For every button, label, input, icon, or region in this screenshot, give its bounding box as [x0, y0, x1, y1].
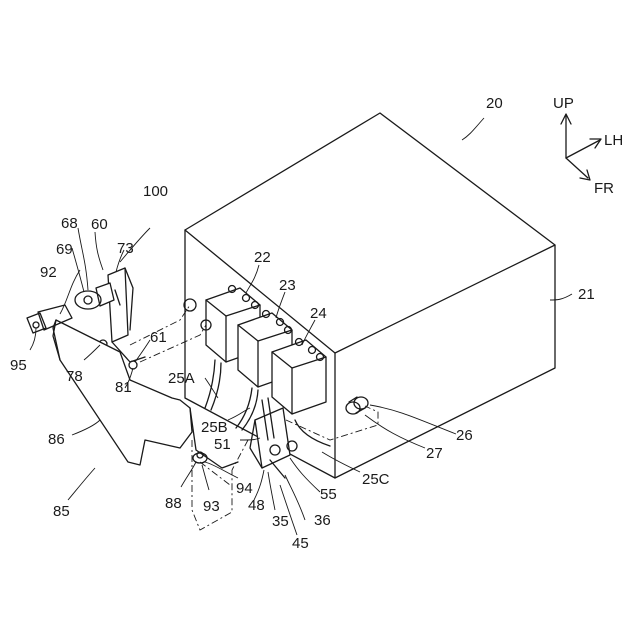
label-21: 21 — [578, 286, 595, 303]
label-78: 78 — [66, 368, 83, 385]
label-81: 81 — [115, 379, 132, 396]
label-23: 23 — [279, 277, 296, 294]
label-85: 85 — [53, 503, 70, 520]
direction-axes — [561, 114, 601, 180]
label-27: 27 — [426, 445, 443, 462]
axis-up-label: UP — [553, 95, 574, 112]
label-60: 60 — [91, 216, 108, 233]
label-68: 68 — [61, 215, 78, 232]
label-26: 26 — [456, 427, 473, 444]
label-92: 92 — [40, 264, 57, 281]
label-25a: 25A — [168, 370, 195, 387]
label-100: 100 — [143, 183, 168, 200]
label-24: 24 — [310, 305, 327, 322]
label-25c: 25C — [362, 471, 390, 488]
label-45: 45 — [292, 535, 309, 552]
label-55: 55 — [320, 486, 337, 503]
label-20: 20 — [486, 95, 503, 112]
axis-lh-label: LH — [604, 132, 623, 149]
label-86: 86 — [48, 431, 65, 448]
label-88: 88 — [165, 495, 182, 512]
label-25b: 25B — [201, 419, 228, 436]
label-48: 48 — [248, 497, 265, 514]
label-61: 61 — [150, 329, 167, 346]
label-51: 51 — [214, 436, 231, 453]
label-35: 35 — [272, 513, 289, 530]
label-22: 22 — [254, 249, 271, 266]
label-95: 95 — [10, 357, 27, 374]
label-94: 94 — [236, 480, 253, 497]
label-93: 93 — [203, 498, 220, 515]
label-73: 73 — [117, 240, 134, 257]
label-36: 36 — [314, 512, 331, 529]
axis-fr-label: FR — [594, 180, 614, 197]
label-69: 69 — [56, 241, 73, 258]
